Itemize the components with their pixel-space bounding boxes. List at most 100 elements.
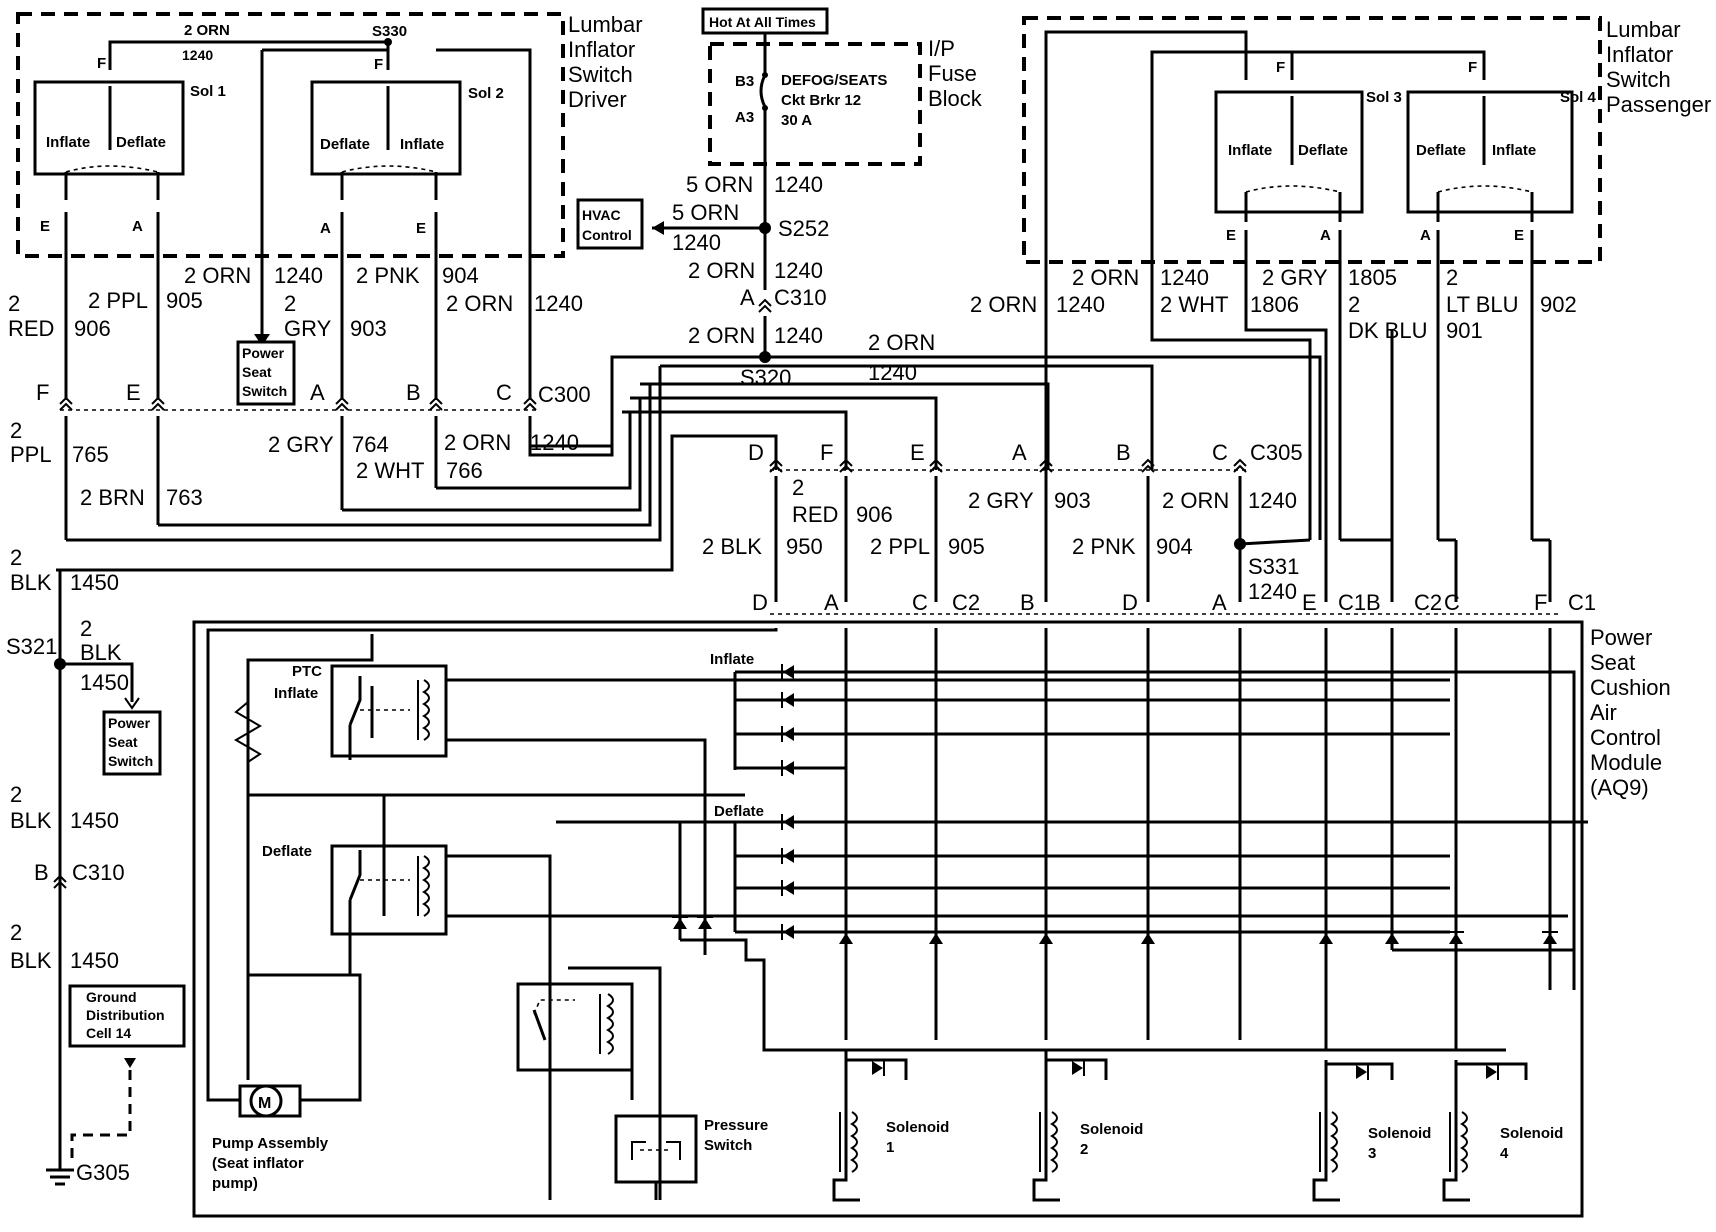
- w-765: 765: [72, 442, 109, 467]
- svg-text:A3: A3: [735, 109, 754, 126]
- svg-text:Seat: Seat: [1590, 650, 1635, 675]
- svg-text:F: F: [1468, 59, 1477, 76]
- svg-text:Seat: Seat: [108, 734, 138, 750]
- w-wht-766: 2 WHT: [356, 458, 424, 483]
- w-orn-s320: 2 ORN: [868, 330, 935, 355]
- driver-lumbar-switch: Lumbar Inflator Switch Driver Sol 1 Infl…: [16, 12, 643, 350]
- svg-text:Deflate: Deflate: [1416, 142, 1466, 159]
- svg-text:Control: Control: [582, 227, 632, 243]
- c305-label: C305: [1250, 440, 1303, 465]
- svg-text:BLK: BLK: [80, 640, 122, 665]
- driver-switch-label-1: Lumbar: [568, 12, 643, 37]
- w-top-1240: 1240: [182, 47, 213, 63]
- svg-text:904: 904: [1156, 534, 1193, 559]
- pressure-switch: [614, 1114, 698, 1184]
- svg-text:Fuse: Fuse: [928, 61, 977, 86]
- w-950: 950: [786, 534, 823, 559]
- passenger-lumbar-switch: Lumbar Inflator Switch Passenger Sol 3 I…: [970, 16, 1711, 540]
- svg-text:Switch: Switch: [1606, 67, 1671, 92]
- svg-text:2: 2: [1348, 292, 1360, 317]
- svg-text:Inflate: Inflate: [274, 685, 318, 702]
- w-903-a: 903: [350, 316, 387, 341]
- svg-text:E: E: [1514, 227, 1524, 244]
- svg-text:E: E: [126, 380, 141, 405]
- w-ltblu: LT BLU: [1446, 292, 1519, 317]
- w-ppl-905: 2 PPL: [88, 288, 148, 313]
- svg-text:B3: B3: [735, 73, 754, 90]
- solenoid-3: Solenoid 3: [1312, 1060, 1431, 1202]
- svg-text:2: 2: [10, 418, 22, 443]
- connector-c305: D F E A B C C305 2 RED 906 2 BLK 950 2 P…: [56, 364, 1311, 604]
- w-905-a: 905: [166, 288, 203, 313]
- svg-text:C: C: [1444, 590, 1460, 615]
- svg-text:Switch: Switch: [704, 1137, 752, 1154]
- svg-text:Ground: Ground: [86, 989, 137, 1005]
- w-1240-a: 1240: [274, 263, 323, 288]
- sol4-box: [1406, 90, 1574, 214]
- svg-text:A: A: [1012, 440, 1027, 465]
- w-orn-f3: 2 ORN: [688, 258, 755, 283]
- w-gry-764: 2 GRY: [268, 432, 334, 457]
- w-766: 766: [446, 458, 483, 483]
- svg-text:Solenoid: Solenoid: [1080, 1121, 1143, 1138]
- hvac-control: [576, 198, 644, 250]
- svg-text:C1: C1: [1338, 590, 1366, 615]
- svg-text:1240: 1240: [1160, 265, 1209, 290]
- sol3-label: Sol 3: [1366, 89, 1402, 106]
- c310-label-bottom: C310: [72, 860, 125, 885]
- w-gry: GRY: [284, 316, 332, 341]
- driver-switch-label-3: Switch: [568, 62, 633, 87]
- c310-label-top: C310: [774, 285, 827, 310]
- driver-wiring: 2 RED 906 2 PPL 905 2 ORN 1240 2 GRY 903…: [8, 48, 583, 406]
- svg-text:2: 2: [1446, 265, 1458, 290]
- svg-text:Deflate: Deflate: [1298, 142, 1348, 159]
- s252-label: S252: [778, 216, 829, 241]
- w-764: 764: [352, 432, 389, 457]
- svg-text:Solenoid: Solenoid: [1500, 1125, 1563, 1142]
- svg-text:BLK: BLK: [10, 808, 52, 833]
- svg-text:HVAC: HVAC: [582, 207, 621, 223]
- svg-text:E: E: [1302, 590, 1317, 615]
- svg-text:B: B: [1116, 440, 1131, 465]
- svg-text:906: 906: [856, 502, 893, 527]
- svg-text:A: A: [824, 590, 839, 615]
- w-orn-1240-a: 2 ORN: [184, 263, 251, 288]
- svg-text:C1: C1: [1568, 590, 1596, 615]
- svg-text:A: A: [1212, 590, 1227, 615]
- w-1240-s320: 1240: [868, 360, 917, 385]
- svg-text:Deflate: Deflate: [262, 843, 312, 860]
- w-1240-c300: 1240: [530, 430, 579, 455]
- svg-text:Inflate: Inflate: [1228, 142, 1272, 159]
- svg-text:Distribution: Distribution: [86, 1007, 165, 1023]
- svg-text:1450: 1450: [70, 948, 119, 973]
- solenoid-2: Solenoid 2: [1032, 1050, 1143, 1202]
- svg-text:A: A: [1420, 227, 1431, 244]
- svg-text:BLK: BLK: [10, 570, 52, 595]
- svg-text:E: E: [910, 440, 925, 465]
- svg-text:A: A: [310, 380, 325, 405]
- w-5orn-b: 5 ORN: [672, 200, 739, 225]
- hot-at-all-times-box: [701, 7, 829, 35]
- w-brn: 2 BRN: [80, 485, 145, 510]
- power-seat-switch-2: [102, 710, 162, 776]
- sol2-label: Sol 2: [468, 85, 504, 102]
- w-1240-f3: 1240: [774, 258, 823, 283]
- power-seat-switch-1: [236, 340, 296, 406]
- pin-e-1: E: [40, 218, 50, 235]
- deflate-relay: [330, 844, 448, 936]
- svg-text:2: 2: [10, 920, 22, 945]
- svg-text:Pressure: Pressure: [704, 1117, 768, 1134]
- svg-text:2: 2: [792, 475, 804, 500]
- svg-text:I/P: I/P: [928, 36, 955, 61]
- fuse-block: Hot At All Times I/P Fuse Block B3 A3 DE…: [528, 7, 1322, 540]
- svg-text:(AQ9): (AQ9): [1590, 775, 1649, 800]
- s321-label: S321: [6, 634, 57, 659]
- w-orn-f4: 2 ORN: [688, 323, 755, 348]
- pump-m: M: [258, 1095, 271, 1112]
- svg-text:1450: 1450: [70, 570, 119, 595]
- svg-text:B: B: [34, 860, 49, 885]
- svg-text:A: A: [740, 285, 755, 310]
- svg-text:1240: 1240: [1248, 488, 1297, 513]
- svg-text:30 A: 30 A: [781, 112, 812, 129]
